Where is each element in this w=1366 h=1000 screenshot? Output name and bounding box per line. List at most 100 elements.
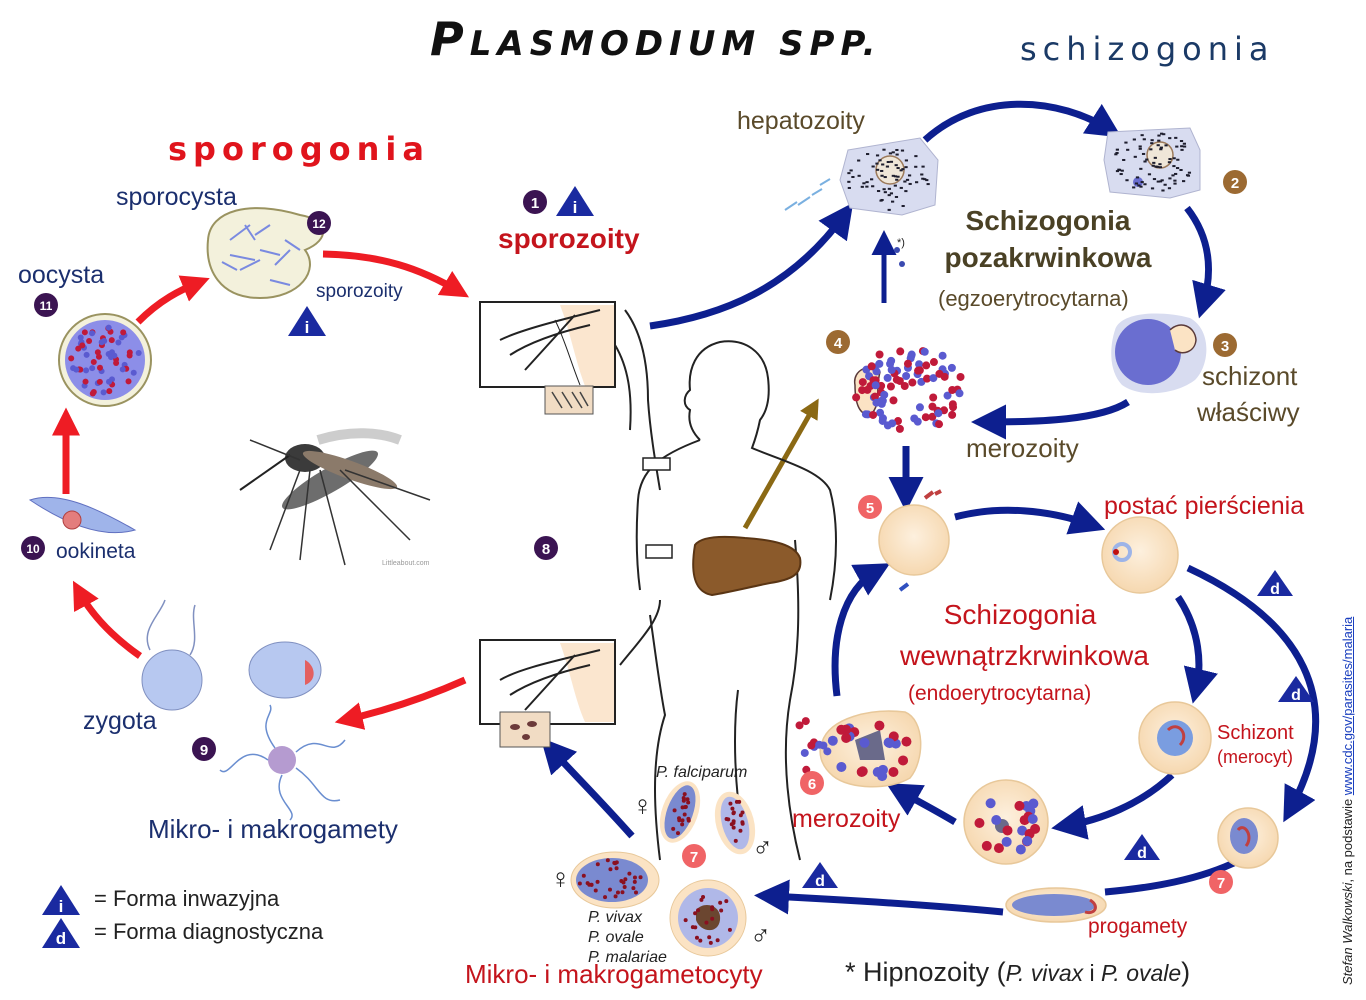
progamete-cell: [1005, 887, 1107, 923]
parasite-dot: [683, 804, 688, 809]
parasite-dot: [73, 366, 80, 373]
parasite-dot: [1015, 844, 1026, 855]
svg-text:2: 2: [1231, 175, 1239, 192]
arrow-sporocyst-to-sporozoite: [322, 250, 470, 298]
parasite-dot: [1175, 167, 1180, 170]
parasite-dot: [870, 392, 879, 401]
parasite-dot: [1139, 167, 1143, 170]
parasite-dot: [880, 174, 884, 177]
parasite-dot: [940, 372, 949, 381]
label-sporozoity-main: sporozoity: [498, 223, 640, 254]
rbc-gametocyte-early: [1217, 807, 1279, 869]
parasite-dot: [82, 378, 89, 385]
diagnostic-marker-4: d: [802, 862, 838, 890]
svg-text:i: i: [305, 318, 310, 337]
parasite-dot: [929, 393, 938, 402]
parasite-dot: [1027, 814, 1038, 825]
hepatocyte-1: [839, 137, 939, 216]
parasite-dot: [922, 361, 931, 370]
parasite-dot: [89, 390, 96, 397]
gamete-cell: [248, 641, 322, 699]
parasite-dot: [1168, 158, 1172, 161]
parasite-dot: [1134, 182, 1139, 185]
parasite-dot: [108, 337, 115, 344]
oocyst-parasites: [68, 324, 142, 397]
diagnostic-marker-1: d: [1257, 570, 1293, 598]
parasite-dot: [948, 410, 957, 419]
parasite-dot: [1180, 148, 1184, 151]
arrow-schizont-to-progamety: [1104, 856, 1242, 896]
parasite-dot: [887, 365, 896, 374]
liver-schizont: [1111, 313, 1207, 394]
parasite-dot: [878, 159, 882, 162]
arrow-mosquito-to-gametes: [334, 676, 467, 730]
parasite-dot: [1124, 141, 1128, 144]
parasite-dot: [860, 185, 864, 188]
parasite-dot: [1142, 138, 1146, 141]
parasite-dot: [1014, 800, 1025, 811]
gametocyte-vivax-male: [669, 879, 747, 957]
parasite-dot: [1133, 155, 1137, 158]
parasite-dot: [974, 817, 985, 828]
parasite-dot: [115, 339, 122, 346]
step-7b-badge: 7: [1209, 870, 1233, 894]
parasite-dot: [1161, 189, 1165, 192]
parasite-dot: [89, 330, 96, 337]
parasite-dot: [890, 200, 895, 203]
parasite-dot: [1139, 185, 1143, 188]
parasite-dot: [118, 334, 125, 341]
parasite-dot: [130, 369, 137, 376]
parasite-dot: [1140, 134, 1144, 137]
label-oocysta: oocysta: [18, 261, 105, 289]
rbc-uninfected: [878, 489, 950, 592]
parasite-dot: [985, 798, 996, 809]
parasite-dot: [934, 409, 943, 418]
parasite-dot: [921, 165, 925, 168]
parasite-dot: [929, 358, 938, 367]
parasite-dot: [1150, 187, 1155, 190]
parasite-dot: [1143, 160, 1147, 163]
parasite-dot: [877, 771, 888, 782]
parasite-dot: [98, 339, 105, 346]
parasite-dot: [908, 378, 917, 387]
parasite-dot: [1180, 145, 1184, 148]
parasite-dot: [95, 353, 102, 360]
parasite-dot: [1164, 144, 1168, 147]
parasite-dot: [886, 382, 895, 391]
cdc-link[interactable]: www.cdc.gov/parasites/malaria: [1340, 616, 1355, 796]
label-merozoity-blood: merozoity: [792, 805, 901, 833]
male-symbol-1: ♂: [752, 832, 773, 863]
parasite-dot: [675, 831, 680, 836]
parasite-dot: [100, 389, 107, 396]
parasite-dot: [1117, 168, 1122, 171]
parasite-dot: [865, 181, 869, 184]
parasite-dot: [68, 355, 75, 362]
arrow-to-schizont: [1184, 205, 1226, 319]
parasite-dot: [638, 875, 643, 880]
bite-box-arm: [645, 544, 673, 559]
parasite-dot: [680, 805, 685, 810]
parasite-dot: [894, 195, 899, 198]
parasite-dot: [682, 812, 687, 817]
diagnostic-marker-2: d: [1278, 676, 1314, 704]
label-schizont-merocyt: Schizont (merocyt): [1217, 722, 1294, 767]
parasite-dot: [907, 350, 916, 359]
parasite-dot: [1181, 180, 1186, 183]
parasite-dot: [923, 178, 927, 181]
step-8-badge: 8: [534, 536, 558, 560]
parasite-dot: [1125, 179, 1129, 182]
parasite-dot: [921, 177, 925, 180]
parasite-dot: [858, 386, 867, 395]
parasite-dot: [874, 720, 885, 731]
parasite-dot: [632, 879, 637, 884]
parasite-dot: [1153, 156, 1157, 159]
arrow-progamety-to-gametocytes: [754, 879, 1004, 916]
parasite-dot: [1150, 142, 1154, 145]
arrow-to-ring: [954, 501, 1106, 535]
parasite-dot: [595, 862, 600, 867]
parasite-dot: [883, 191, 887, 194]
page-title: PLASMODIUM SPP.: [430, 12, 882, 66]
parasite-dot: [883, 421, 892, 430]
parasite-dot: [900, 382, 909, 391]
